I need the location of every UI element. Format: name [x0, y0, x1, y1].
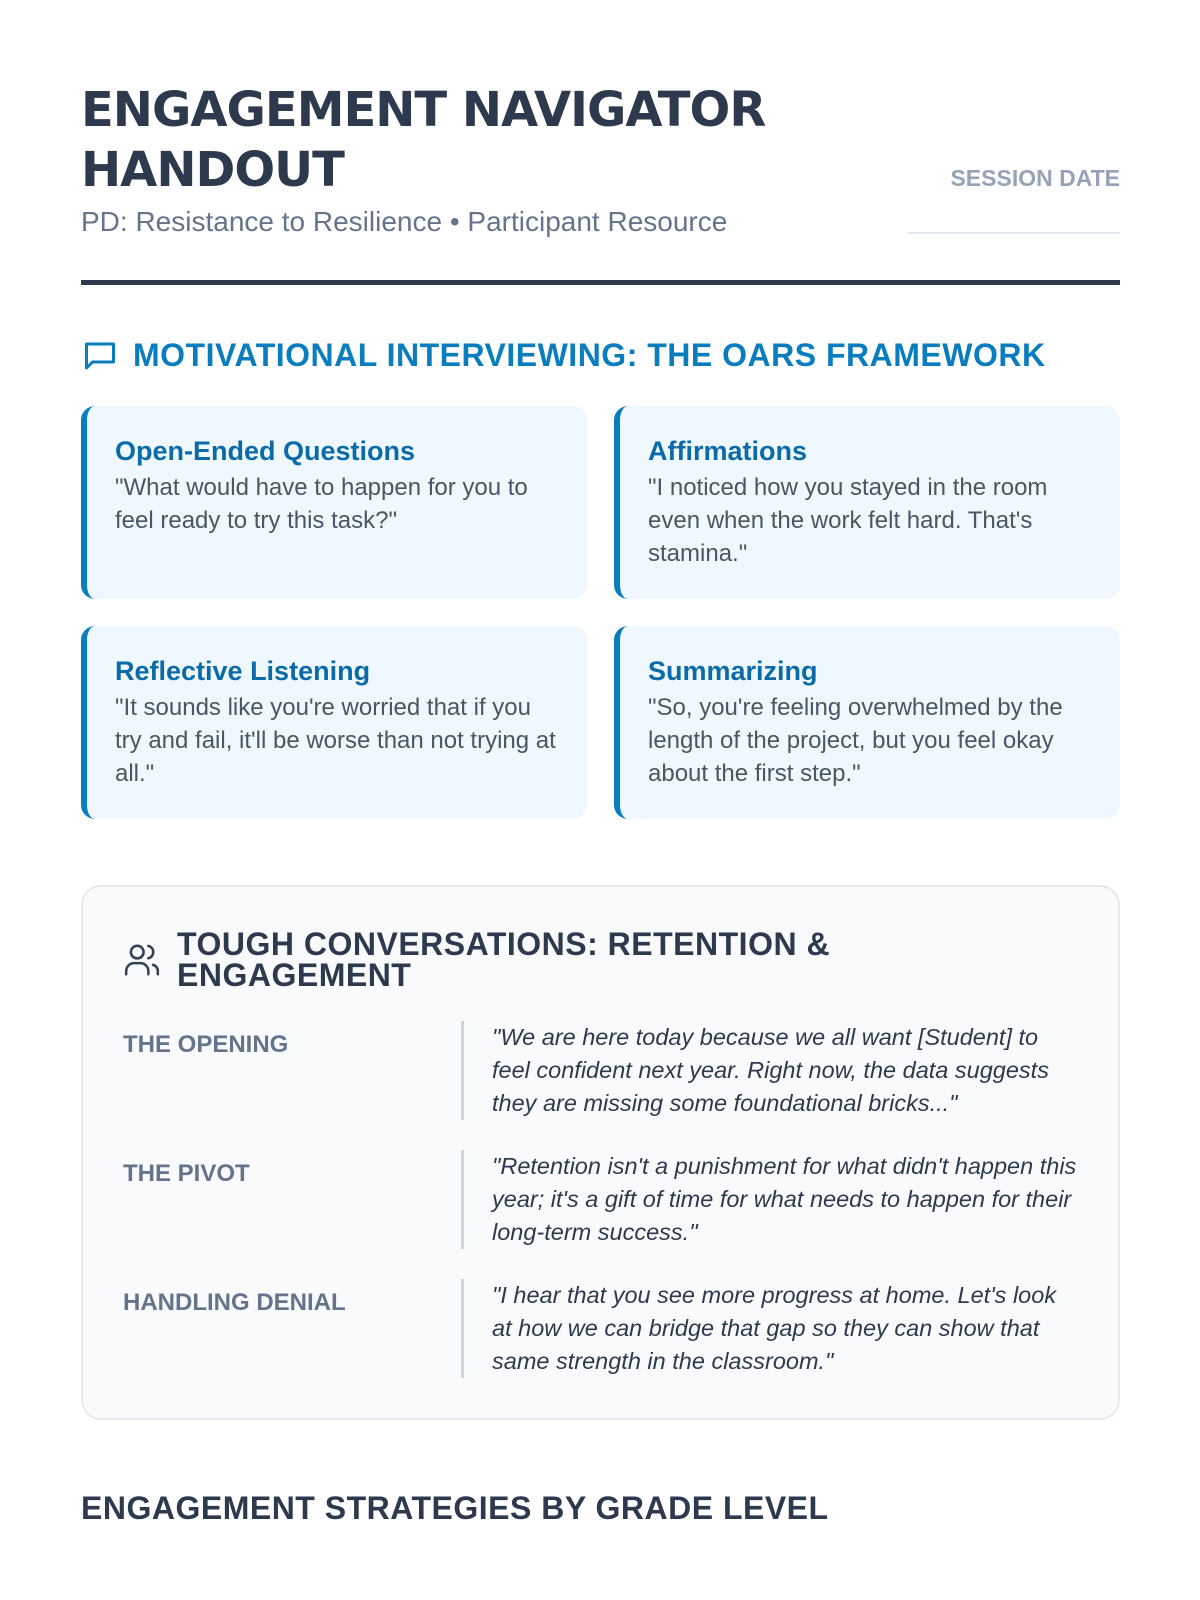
session-date-field[interactable]: [908, 192, 1120, 234]
script-quote: "Retention isn't a punishment for what d…: [461, 1150, 1078, 1249]
session-date: SESSION DATE: [908, 165, 1120, 234]
strategies-section-title: ENGAGEMENT STRATEGIES BY GRADE LEVEL: [81, 1490, 829, 1526]
oars-card: Reflective Listening "It sounds like you'…: [81, 626, 587, 819]
oars-card: Open-Ended Questions "What would have to …: [81, 406, 587, 599]
oars-title-text: MOTIVATIONAL INTERVIEWING: THE OARS FRAM…: [133, 337, 1046, 373]
session-date-label: SESSION DATE: [950, 165, 1120, 191]
header: ENGAGEMENT NAVIGATOR HANDOUT PD: Resista…: [81, 80, 1120, 285]
handout-page: ENGAGEMENT NAVIGATOR HANDOUT PD: Resista…: [81, 80, 1120, 1526]
card-text: "So, you're feeling overwhelmed by the l…: [648, 694, 1063, 787]
card-text: "It sounds like you're worried that if y…: [115, 694, 556, 787]
script-row: THE OPENING "We are here today because we…: [123, 1021, 1078, 1120]
users-icon: [124, 944, 160, 976]
card-title: Reflective Listening: [115, 656, 371, 686]
script-row: HANDLING DENIAL "I hear that you see more…: [123, 1279, 1078, 1378]
card-title: Summarizing: [648, 656, 818, 686]
script-label: THE OPENING: [123, 1031, 289, 1058]
oars-card: Summarizing "So, you're feeling overwhelm…: [614, 626, 1120, 819]
script-label: HANDLING DENIAL: [123, 1289, 346, 1316]
card-title: Affirmations: [648, 436, 808, 466]
card-text: "I noticed how you stayed in the room ev…: [648, 474, 1048, 567]
script-quote: "I hear that you see more progress at ho…: [461, 1279, 1078, 1378]
oars-grid: Open-Ended Questions "What would have to …: [81, 406, 1120, 819]
oars-card: Affirmations "I noticed how you stayed in…: [614, 406, 1120, 599]
script-label: THE PIVOT: [123, 1160, 250, 1187]
tough-title: TOUGH CONVERSATIONS: RETENTION & ENGAGEM…: [123, 926, 1078, 993]
card-text: "What would have to happen for you to fe…: [115, 474, 528, 534]
oars-section-title: MOTIVATIONAL INTERVIEWING: THE OARS FRAM…: [81, 337, 1120, 374]
tough-conversations-panel: TOUGH CONVERSATIONS: RETENTION & ENGAGEM…: [81, 885, 1120, 1420]
script-row: THE PIVOT "Retention isn't a punishment f…: [123, 1150, 1078, 1249]
card-title: Open-Ended Questions: [115, 436, 416, 466]
message-square-icon: [85, 342, 115, 369]
page-title: ENGAGEMENT NAVIGATOR HANDOUT: [81, 82, 766, 198]
page-subtitle: PD: Resistance to Resilience • Participa…: [81, 206, 728, 237]
script-quote: "We are here today because we all want […: [461, 1021, 1078, 1120]
tough-title-text: TOUGH CONVERSATIONS: RETENTION & ENGAGEM…: [177, 926, 831, 993]
